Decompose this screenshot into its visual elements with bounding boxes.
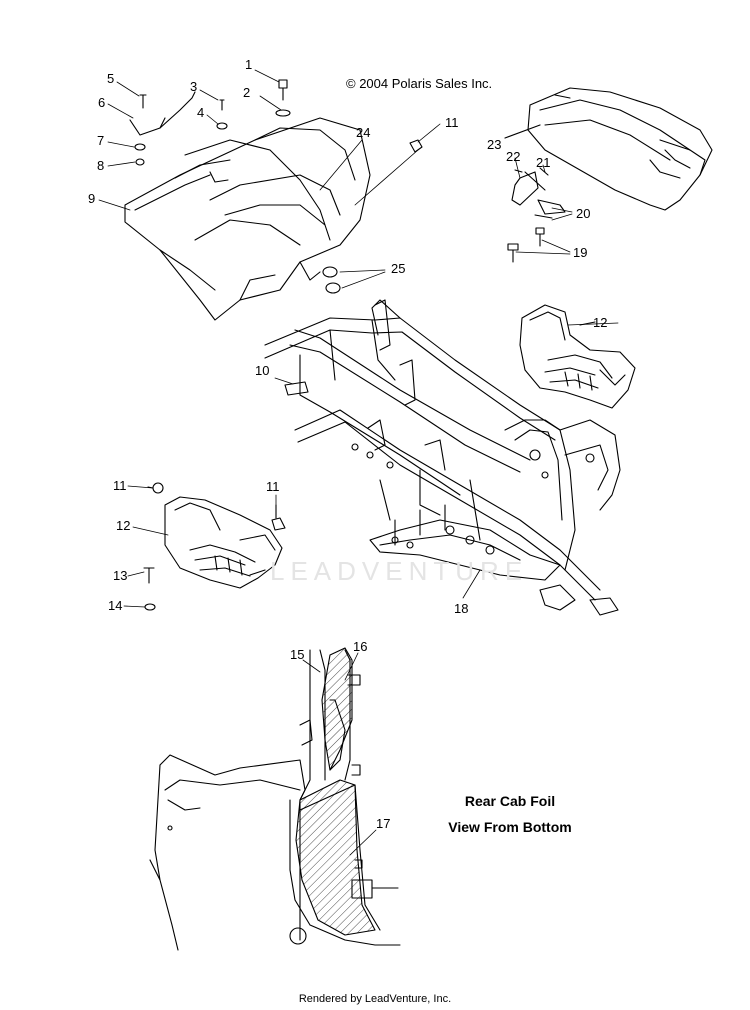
callout-12-right: 12	[593, 315, 608, 330]
callout-3: 3	[190, 79, 198, 94]
inset-title-line2: View From Bottom	[448, 819, 572, 835]
callout-9: 9	[88, 191, 96, 206]
callout-15: 15	[290, 647, 305, 662]
decal-part-10	[284, 381, 309, 396]
callout-22: 22	[506, 149, 521, 164]
callout-25: 25	[391, 261, 406, 276]
footwell-left-part-12	[164, 496, 283, 589]
leader-lines-frame	[274, 377, 481, 599]
callout-5: 5	[107, 71, 115, 86]
callout-20: 20	[576, 206, 591, 221]
callout-4: 4	[197, 105, 205, 120]
rear-cab-part-9	[124, 117, 371, 321]
callout-2: 2	[243, 85, 251, 100]
callout-17: 17	[376, 816, 391, 831]
callout-12-left: 12	[116, 518, 131, 533]
callout-23: 23	[487, 137, 502, 152]
leader-lines-inset	[302, 652, 377, 856]
frame-part-18	[264, 299, 621, 616]
leader-lines-footwell	[123, 322, 619, 608]
footer-credit: Rendered by LeadVenture, Inc.	[298, 993, 452, 1005]
callout-6: 6	[98, 95, 106, 110]
callout-8: 8	[97, 158, 105, 173]
callout-11-tab: 11	[266, 479, 280, 494]
inset-title-line1: Rear Cab Foil	[464, 793, 556, 809]
callout-24: 24	[356, 125, 371, 140]
watermark: LEADVENTURE	[270, 556, 529, 586]
callout-16: 16	[353, 639, 368, 654]
copyright-notice: © 2004 Polaris Sales Inc.	[346, 76, 493, 91]
callout-14: 14	[108, 598, 123, 613]
callout-11-cab: 11	[445, 115, 459, 130]
inset-rear-cab-foil-view	[149, 647, 401, 951]
callout-13: 13	[113, 568, 128, 583]
callout-1: 1	[245, 57, 253, 72]
rack-hardware-1-8	[129, 79, 423, 294]
callout-21: 21	[536, 155, 551, 170]
callout-11-footwell: 11	[113, 478, 127, 493]
callout-7: 7	[97, 133, 105, 148]
callout-18: 18	[454, 601, 469, 616]
callout-10: 10	[255, 363, 270, 378]
seat-latch-hardware-19-22	[507, 167, 566, 263]
callout-19: 19	[573, 245, 588, 260]
leader-lines-seat	[514, 157, 573, 255]
seat-part-23	[504, 87, 713, 211]
leader-lines-upper	[98, 69, 441, 289]
footwell-right-part-12	[519, 304, 636, 409]
